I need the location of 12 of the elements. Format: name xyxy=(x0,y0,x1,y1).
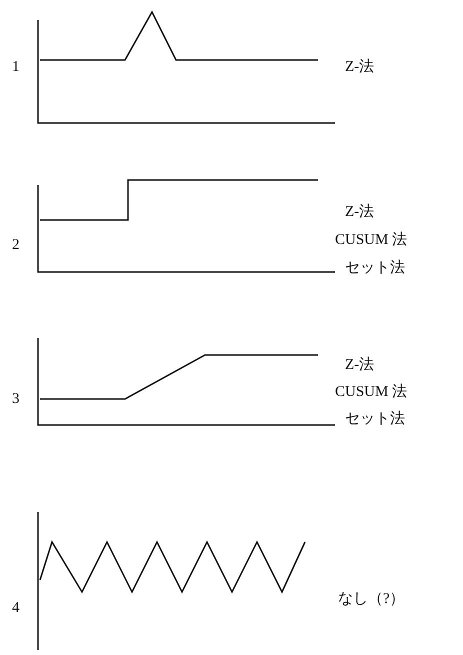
panel-number: 2 xyxy=(12,236,20,254)
panel-number: 4 xyxy=(12,599,20,617)
method-label: セット法 xyxy=(345,410,405,428)
panel-number: 3 xyxy=(12,390,20,408)
method-label: CUSUM 法 xyxy=(335,231,408,249)
method-label: CUSUM 法 xyxy=(335,383,408,401)
method-label: Z-法 xyxy=(345,356,374,374)
method-label: Z-法 xyxy=(345,58,374,76)
method-label: Z-法 xyxy=(345,203,374,221)
method-label: セット法 xyxy=(345,259,405,277)
method-label: なし（?） xyxy=(338,590,405,608)
panel-number: 1 xyxy=(12,58,20,76)
